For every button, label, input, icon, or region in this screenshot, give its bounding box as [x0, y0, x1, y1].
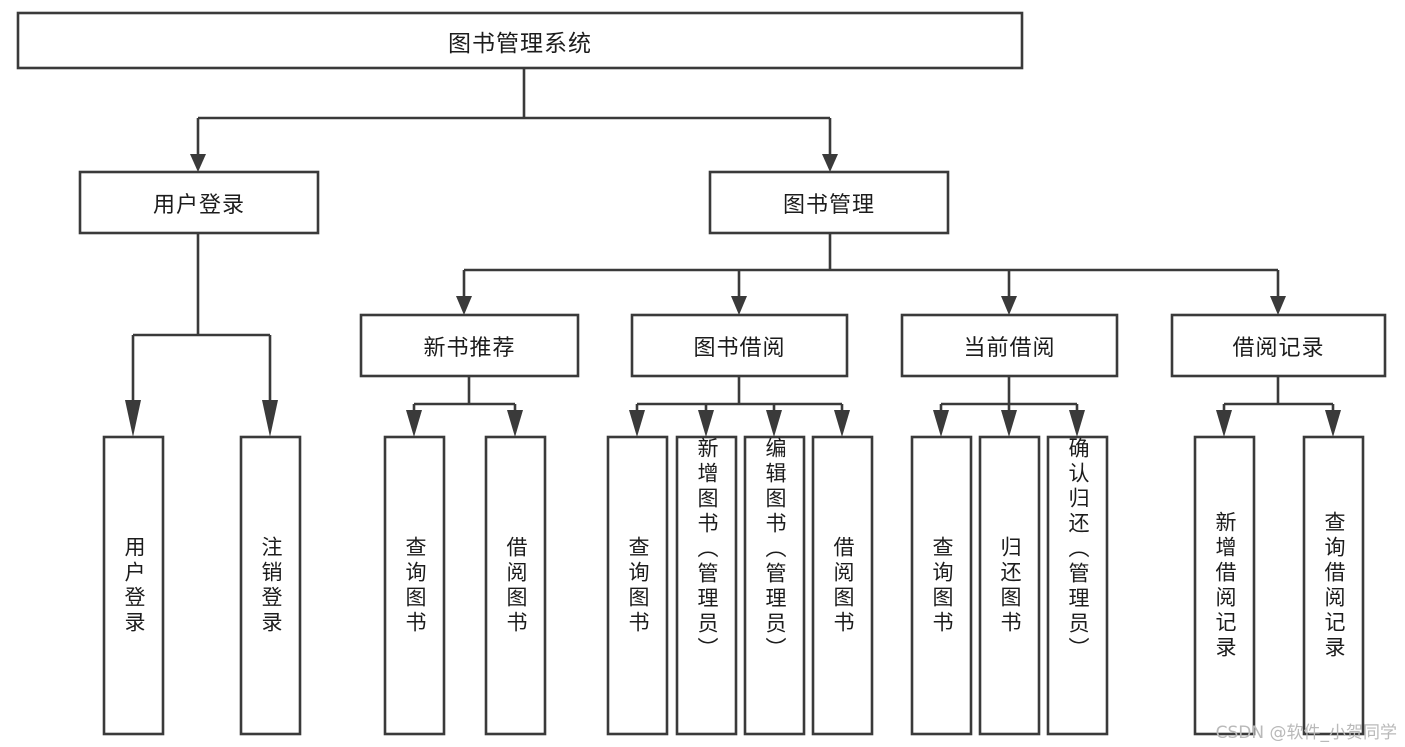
arrow-to-new-book [456, 296, 472, 315]
arrow-leaf-add-record [1216, 410, 1232, 437]
arrow-leaf-add-book [698, 410, 714, 437]
node-current-borrow-box[interactable] [900, 313, 1119, 378]
leaf-query-book-3-box[interactable] [910, 435, 973, 736]
arrow-leaf-return-book [1001, 410, 1017, 437]
node-user-login-box[interactable] [78, 170, 320, 235]
node-new-book-box[interactable] [359, 313, 580, 378]
arrow-leaf-borrow-book-2 [834, 410, 850, 437]
node-borrow-records-box[interactable] [1170, 313, 1387, 378]
arrow-leaf-query-record [1325, 410, 1341, 437]
leaf-user-login-box[interactable] [102, 435, 165, 736]
leaf-logout-box[interactable] [239, 435, 302, 736]
arrow-leaf-query-book-2 [629, 410, 645, 437]
leaf-confirm-return-box[interactable] [1046, 435, 1109, 736]
arrow-to-borrow-records [1270, 296, 1286, 315]
leaf-add-record-box[interactable] [1193, 435, 1256, 736]
arrow-to-book-manage [822, 154, 838, 172]
leaf-borrow-book-2-box[interactable] [811, 435, 874, 736]
leaf-query-book-1-box[interactable] [383, 435, 446, 736]
leaf-add-book-box[interactable] [675, 435, 738, 736]
arrow-to-book-borrow [731, 296, 747, 315]
arrow-leaf-confirm-return [1069, 410, 1085, 437]
arrow-leaf-query-book-3 [933, 410, 949, 437]
node-book-manage-box[interactable] [708, 170, 950, 235]
arrow-to-current-borrow [1001, 296, 1017, 315]
leaf-query-record-box[interactable] [1302, 435, 1365, 736]
leaf-query-book-2-box[interactable] [606, 435, 669, 736]
arrow-leaf-borrow-book-1 [507, 410, 523, 437]
leaf-return-book-box[interactable] [978, 435, 1041, 736]
arrow-leaf-logout [262, 400, 278, 437]
arrow-leaf-edit-book [766, 410, 782, 437]
arrow-to-user-login [190, 154, 206, 172]
arrow-leaf-user-login [125, 400, 141, 437]
leaf-borrow-book-1-box[interactable] [484, 435, 547, 736]
node-root-box[interactable] [16, 11, 1024, 70]
arrow-leaf-query-book-1 [406, 410, 422, 437]
node-book-borrow-box[interactable] [630, 313, 849, 378]
leaf-edit-book-box[interactable] [743, 435, 806, 736]
